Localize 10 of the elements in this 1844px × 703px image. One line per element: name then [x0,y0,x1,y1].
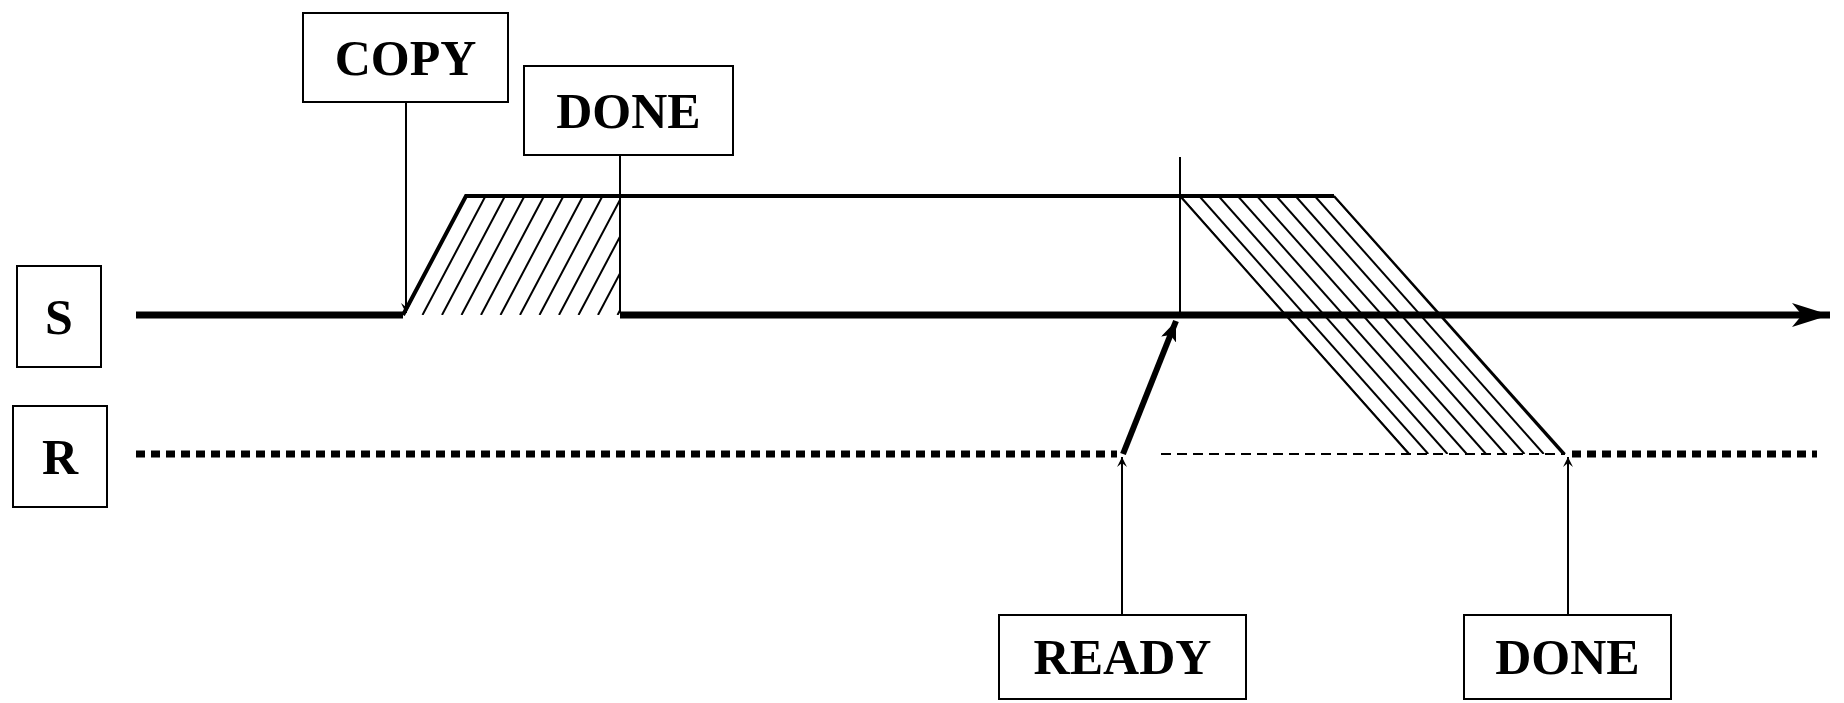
event-label-box: DONE [523,65,734,156]
leader-line [619,155,621,313]
event-label-box: READY [998,614,1247,700]
leader-line [1117,456,1127,615]
leader-line [1563,456,1573,615]
event-label-box: DONE [1463,614,1672,700]
event-label-box: COPY [302,12,509,103]
leader-line [401,102,411,314]
signal-label-box: S [16,265,102,368]
signal-label-box: R [12,405,108,508]
